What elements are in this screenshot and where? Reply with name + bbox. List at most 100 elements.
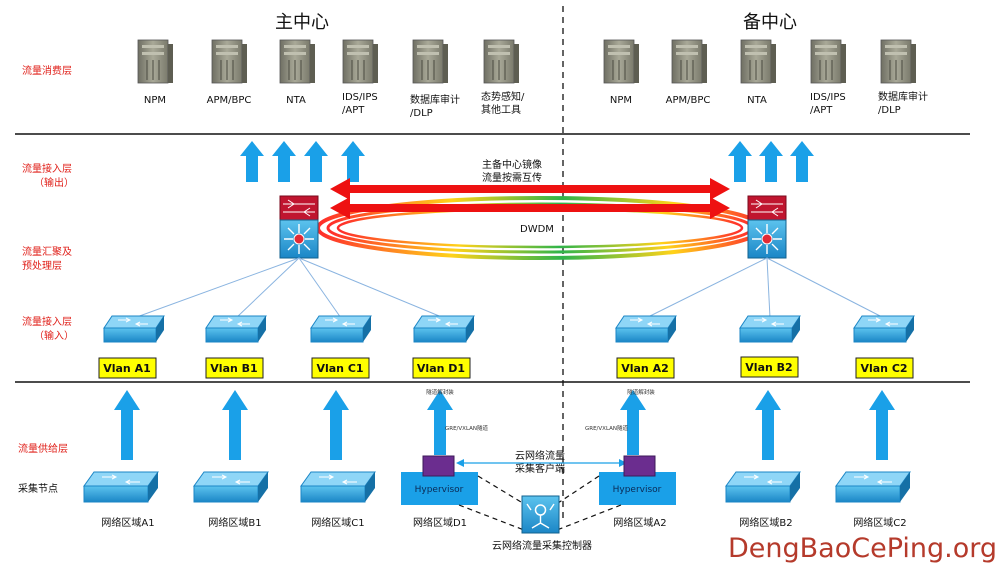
backup-server-label: APM/BPC: [666, 95, 711, 106]
region-label: 网络区域C2: [853, 516, 906, 529]
primary-server-situational: [483, 39, 519, 84]
region-label: 网络区域A1: [101, 516, 154, 529]
vlan-badge: [616, 357, 675, 379]
primary-server-label: NTA: [286, 95, 306, 106]
primary-server-label: APM/BPC: [207, 95, 252, 106]
hypervisor-label: Hypervisor: [613, 485, 662, 495]
controller-links: [458, 475, 622, 531]
access-switch: [413, 315, 475, 343]
up-arrow: [790, 141, 814, 182]
cloud-client-label-sub: 采集客户端: [515, 462, 565, 475]
primary-server-label-sub: 其他工具: [481, 103, 521, 116]
up-arrow: [114, 390, 140, 460]
watermark: DengBaoCePing.org: [728, 533, 997, 564]
layer-label-aggregate: 流量汇聚及: [22, 245, 72, 258]
up-arrow: [323, 390, 349, 460]
collect-node-label: 采集节点: [18, 482, 58, 495]
primary-aggregation-device: [279, 195, 319, 259]
up-arrow: [869, 390, 895, 460]
backup-server-label: NTA: [747, 95, 767, 106]
primary-server-label: IDS/IPS: [342, 92, 378, 103]
primary-server-label-sub: /APT: [342, 105, 365, 116]
primary-server-label-sub: /DLP: [410, 108, 433, 119]
vlan-label: Vlan D1: [417, 362, 465, 375]
collect-switch: [835, 471, 911, 503]
up-arrow: [272, 141, 296, 182]
collect-switch: [83, 471, 159, 503]
up-arrow: [341, 141, 365, 182]
backup-center-title: 备中心: [743, 12, 797, 33]
backup-server-ids: [810, 39, 846, 84]
vlan-badge: [311, 357, 370, 379]
backup-server-npm: [603, 39, 639, 84]
access-switch: [739, 315, 801, 343]
vlan-badge: [412, 357, 471, 379]
access-switch: [103, 315, 165, 343]
up-arrow: [427, 390, 453, 455]
hypervisor-left: Hypervisor: [401, 455, 478, 505]
cloud-client-label: 云网络流量: [515, 449, 565, 462]
access-switch: [853, 315, 915, 343]
up-arrow: [222, 390, 248, 460]
primary-server-ids: [342, 39, 378, 84]
mirror-arrows: [330, 178, 730, 219]
primary-server-label: 态势感知/: [481, 90, 525, 103]
primary-center-title: 主中心: [275, 12, 329, 33]
layer-label-access-in-sub: （输入）: [34, 329, 74, 342]
layer-label-supply: 流量供给层: [18, 442, 68, 455]
controller-label: 云网络流量采集控制器: [492, 539, 592, 552]
up-arrow: [620, 390, 646, 455]
backup-server-label: NPM: [610, 95, 632, 106]
backup-server-label-sub: /DLP: [878, 105, 901, 116]
access-switch: [615, 315, 677, 343]
layer-label-consumer: 流量消费层: [22, 64, 72, 77]
backup-server-label: IDS/IPS: [810, 92, 846, 103]
dwdm-label: DWDM: [520, 224, 554, 235]
supply-arrows: [114, 390, 895, 460]
vlan-badge: [98, 357, 157, 379]
gre-tunnel-label: GRE/VXLAN隧道: [585, 424, 629, 432]
primary-server-apm: [211, 39, 247, 84]
double-arrow: [330, 178, 730, 200]
access-switch: [205, 315, 267, 343]
vlan-label: Vlan C1: [316, 362, 363, 375]
collect-switch: [193, 471, 269, 503]
layer-label-access-in: 流量接入层: [22, 315, 72, 328]
collect-switch: [300, 471, 376, 503]
primary-server-nta: [279, 39, 315, 84]
backup-server-label: 数据库审计: [878, 90, 928, 103]
layer-label-aggregate-sub: 预处理层: [22, 260, 62, 272]
hypervisor-label: Hypervisor: [415, 485, 464, 495]
gre-tunnel-label: GRE/VXLAN隧道: [445, 424, 489, 432]
vlan-label: Vlan C2: [860, 362, 907, 375]
backup-aggregation-device: [747, 195, 787, 259]
collect-switch: [725, 471, 801, 503]
backup-server-db-audit: [880, 39, 916, 84]
up-arrow: [240, 141, 264, 182]
region-label: 网络区域D1: [413, 516, 467, 529]
access-switch: [310, 315, 372, 343]
primary-server-label: 数据库审计: [410, 93, 460, 106]
vlan-badge: [855, 357, 914, 379]
backup-server-apm: [671, 39, 707, 84]
aggregation-links: [133, 257, 885, 319]
vlan-badge: [205, 357, 264, 379]
up-arrow: [728, 141, 752, 182]
up-arrow: [755, 390, 781, 460]
cloud-controller: [521, 495, 560, 534]
vlan-badge: [740, 356, 799, 378]
region-label: 网络区域A2: [613, 516, 666, 529]
layer-label-access-out-sub: （输出）: [34, 176, 74, 189]
mirror-label: 主备中心镜像: [482, 158, 542, 171]
vlan-label: Vlan A2: [621, 362, 669, 375]
primary-server-label: NPM: [144, 95, 166, 106]
vlan-label: Vlan A1: [103, 362, 151, 375]
primary-server-npm: [137, 39, 173, 84]
output-arrows: [240, 141, 814, 182]
up-arrow: [759, 141, 783, 182]
primary-server-db-audit: [412, 39, 448, 84]
vlan-label: Vlan B2: [745, 361, 792, 374]
backup-server-nta: [740, 39, 776, 84]
up-arrow: [304, 141, 328, 182]
